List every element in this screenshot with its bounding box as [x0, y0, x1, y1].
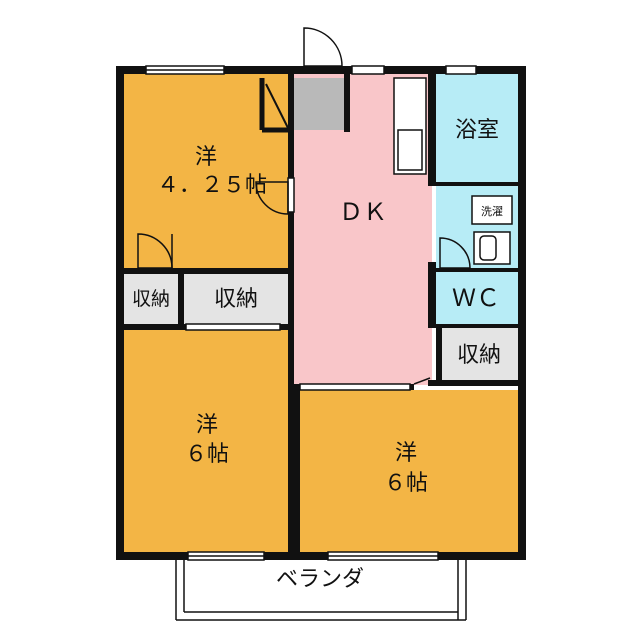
label-bedroom-small-type: 洋 — [195, 145, 217, 170]
room-storage-right — [442, 328, 518, 380]
room-storage-left-small — [124, 274, 178, 324]
label-bedroom-left-size: ６帖 — [185, 442, 229, 467]
label-storage-left-small: 収納 — [132, 288, 170, 310]
label-bedroom-right-size: ６帖 — [384, 471, 428, 496]
washing-machine-area — [471, 195, 513, 265]
label-storage-left: 収納 — [214, 287, 258, 312]
room-entrance — [288, 78, 344, 130]
label-storage-right: 収納 — [457, 343, 501, 368]
label-laundry: 洗濯 — [481, 205, 503, 218]
balcony-railing — [175, 560, 467, 621]
label-bedroom-small-size: ４．２５帖 — [157, 173, 267, 198]
room-bedroom-small — [124, 72, 294, 268]
label-toilet: ＷＣ — [452, 284, 500, 312]
label-dk: ＤＫ — [339, 198, 387, 226]
label-bedroom-right-type: 洋 — [395, 441, 417, 466]
room-bath — [436, 74, 518, 182]
room-storage-left — [184, 274, 288, 324]
kitchen-counter — [393, 77, 427, 175]
label-bath: 浴室 — [455, 118, 499, 143]
door-swings — [137, 27, 471, 385]
room-toilet — [436, 272, 518, 324]
outer-walls — [116, 66, 526, 560]
windows — [145, 65, 477, 561]
entrance-walls — [259, 78, 289, 133]
room-bedroom-left — [124, 330, 290, 552]
room-bedroom-right — [298, 390, 518, 552]
label-balcony: ベランダ — [276, 567, 364, 592]
label-bedroom-left-type: 洋 — [196, 413, 218, 438]
